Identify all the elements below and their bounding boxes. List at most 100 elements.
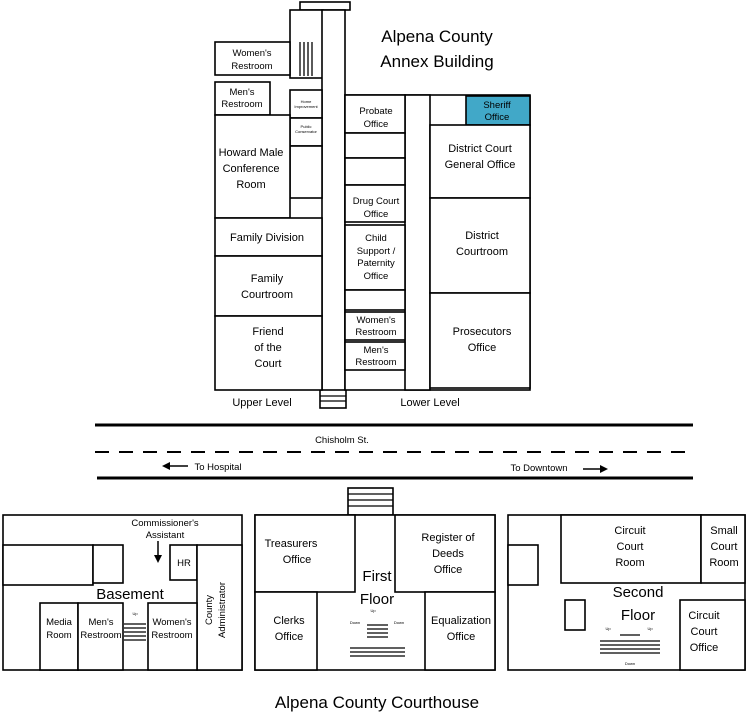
room-child-support xyxy=(344,224,406,291)
label: Home xyxy=(301,99,312,104)
room-district-courtroom xyxy=(429,197,531,294)
room-register-deeds xyxy=(394,514,496,593)
room-prosecutors xyxy=(429,292,531,389)
room-hr xyxy=(169,544,198,581)
label: Restroom xyxy=(151,630,192,641)
label: Friend xyxy=(252,326,283,338)
label: Court xyxy=(711,541,738,553)
label: Men's xyxy=(229,87,254,98)
label: Second xyxy=(613,584,664,601)
room-sheriff-office xyxy=(465,95,531,126)
label: Paternity xyxy=(357,258,395,269)
basement-label: Basement xyxy=(96,586,164,603)
label: Office xyxy=(468,342,497,354)
label: Courtroom xyxy=(456,246,508,258)
room-county-administrator xyxy=(196,544,243,671)
label: Administrator xyxy=(217,582,228,638)
label: Clerks xyxy=(273,615,305,627)
label: Down xyxy=(394,620,404,625)
label: Sheriff xyxy=(483,100,511,111)
label: Register of xyxy=(421,532,475,544)
arrow-right-icon xyxy=(583,465,608,473)
annex-title-2: Annex Building xyxy=(380,52,493,71)
room-howard-male xyxy=(214,114,291,219)
label: Office xyxy=(275,631,304,643)
lower-level-label: Lower Level xyxy=(400,397,459,409)
label: Room xyxy=(46,630,71,641)
label: Probate xyxy=(359,106,392,117)
label: Deeds xyxy=(432,548,464,560)
label: Up xyxy=(605,626,611,631)
room-womens-restroom-lower xyxy=(344,311,406,341)
room-mens-restroom-upper xyxy=(214,81,271,116)
room-home-improvement xyxy=(289,89,323,119)
label: Family xyxy=(251,273,284,285)
label: Room xyxy=(236,179,265,191)
label: Office xyxy=(434,564,463,576)
label: Office xyxy=(283,554,312,566)
room-circuit-court xyxy=(560,514,702,584)
label: Drug Court xyxy=(353,196,400,207)
room-friend-of-court xyxy=(214,315,323,391)
label: Media xyxy=(46,617,73,628)
label: Women's xyxy=(356,315,395,326)
chisholm-street: Chisholm St. To Hospital To Downtown xyxy=(95,423,693,480)
label: Conservator xyxy=(295,129,317,134)
label: Women's xyxy=(232,48,271,59)
room-womens-restroom-upper xyxy=(214,41,291,76)
label: Circuit xyxy=(614,525,645,537)
label: Court xyxy=(617,541,644,553)
street-name: Chisholm St. xyxy=(315,435,369,446)
label: Floor xyxy=(360,591,394,608)
label: Men's xyxy=(363,345,388,356)
label: of the xyxy=(254,342,282,354)
label: Circuit xyxy=(688,610,719,622)
room-clerks xyxy=(254,591,318,671)
room-mens-restroom-lower xyxy=(344,341,406,371)
room-public-conservator xyxy=(289,117,323,147)
room-family-courtroom xyxy=(214,255,323,317)
label: Howard Male xyxy=(219,147,284,159)
label: General Office xyxy=(445,159,516,171)
label: Room xyxy=(709,557,738,569)
room-district-general xyxy=(429,124,531,199)
label: Down xyxy=(625,661,635,666)
label: To Hospital xyxy=(195,462,242,473)
label: Prosecutors xyxy=(453,326,512,338)
label: Restroom xyxy=(355,357,396,368)
label: Small xyxy=(710,525,738,537)
label: Down xyxy=(350,620,360,625)
label: Commissioner's xyxy=(131,518,199,529)
label: Office xyxy=(364,209,389,220)
label: Up xyxy=(132,611,138,616)
room-womens-basement xyxy=(147,602,198,671)
label: Child xyxy=(365,233,387,244)
room-family-division xyxy=(214,217,323,257)
label: Support / xyxy=(357,246,396,257)
label: Restroom xyxy=(355,327,396,338)
label: Room xyxy=(615,557,644,569)
label: Floor xyxy=(621,607,655,624)
label: HR xyxy=(177,558,191,569)
label: Up xyxy=(370,608,376,613)
label: Treasurers xyxy=(265,538,318,550)
room-treasurers xyxy=(254,514,356,593)
label: Court xyxy=(691,626,718,638)
label: Improvement xyxy=(294,104,318,109)
room-circuit-office xyxy=(679,599,746,671)
annex-building: Alpena County Annex Building Women'sRest… xyxy=(214,1,531,409)
room-mens-basement xyxy=(77,602,124,671)
label: Men's xyxy=(88,617,113,628)
label: Court xyxy=(255,358,282,370)
label: Courtroom xyxy=(241,289,293,301)
room-equalization xyxy=(424,591,496,671)
label: Women's xyxy=(152,617,191,628)
label: Restroom xyxy=(80,630,121,641)
label: Office xyxy=(485,112,510,123)
label: District xyxy=(465,230,499,242)
arrow-left-icon xyxy=(162,462,188,470)
label: Office xyxy=(690,642,719,654)
label: Equalization xyxy=(431,615,491,627)
